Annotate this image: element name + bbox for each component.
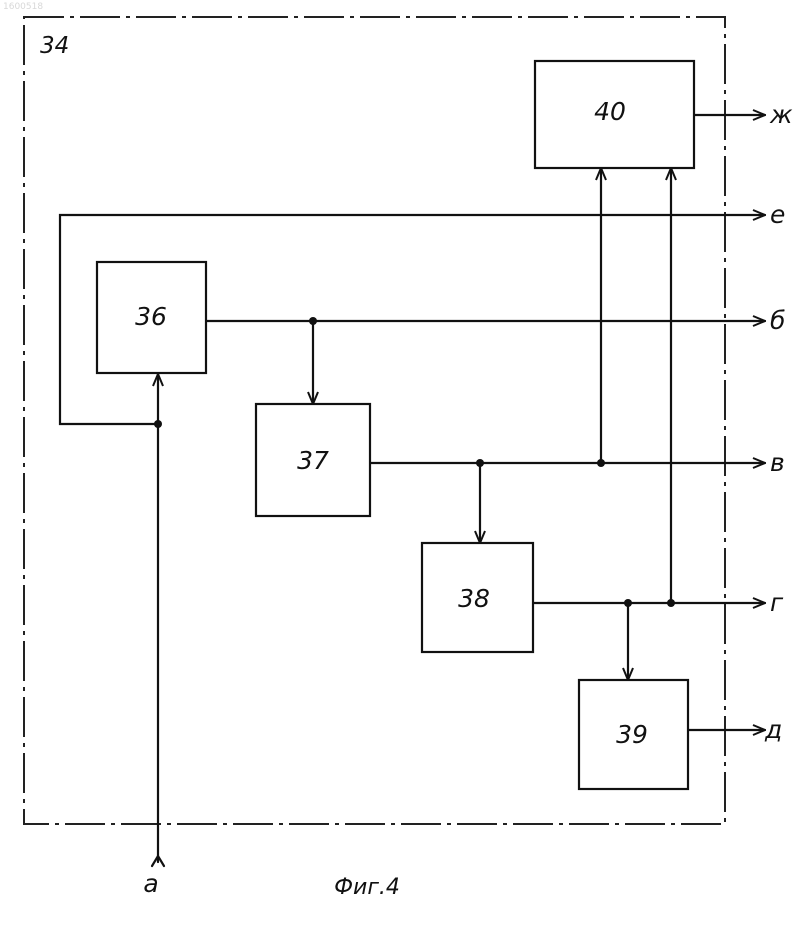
scan-id: 1600518	[3, 2, 43, 12]
output-label-d: д	[764, 715, 782, 744]
junction-37-40	[597, 459, 605, 467]
junction-38	[624, 599, 632, 607]
block-36-label: 36	[135, 302, 167, 331]
frame-label: 34	[40, 33, 69, 59]
junction-36	[309, 317, 317, 325]
block-39-label: 39	[616, 720, 648, 749]
input-label-a: a	[143, 869, 158, 898]
block-38-label: 38	[458, 584, 490, 613]
junction-a	[154, 420, 162, 428]
output-label-g: г	[770, 588, 784, 617]
output-label-v: в	[770, 448, 785, 477]
figure-caption: Фиг.4	[334, 875, 400, 900]
output-label-zh: ж	[769, 100, 793, 129]
block-37-label: 37	[297, 446, 329, 475]
output-label-b: б	[770, 306, 785, 335]
output-label-e: е	[770, 200, 785, 229]
junction-38-40	[667, 599, 675, 607]
junction-37	[476, 459, 484, 467]
block-40-label: 40	[594, 97, 626, 126]
